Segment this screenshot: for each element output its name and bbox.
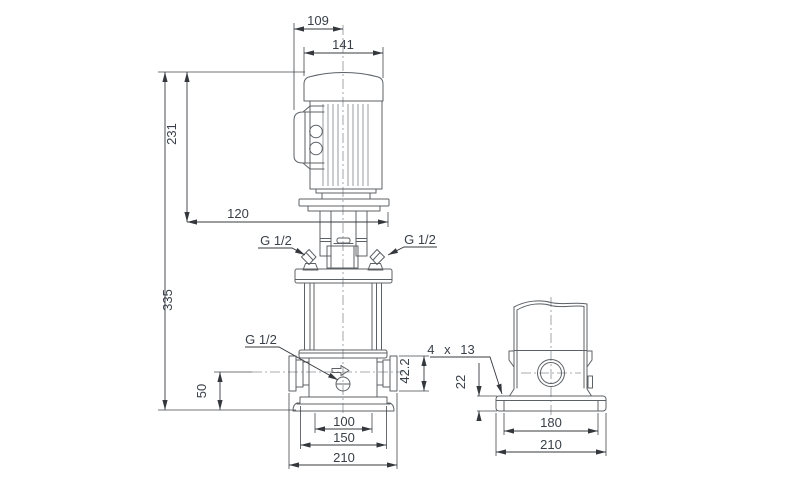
dim-base-plate-length: 210 <box>540 437 562 452</box>
motor-ribs <box>322 104 369 186</box>
pump-foot <box>292 396 395 412</box>
label-drain-plug: G 1/2 <box>245 332 277 347</box>
leader-drain-plug <box>245 346 339 381</box>
dim-port-flange-od: 42.2 <box>397 358 412 383</box>
clamp-left <box>508 350 515 368</box>
pump-head-flange <box>294 268 393 284</box>
vent-plug-left <box>301 249 317 265</box>
dim-port-to-port: 210 <box>333 450 355 465</box>
sleeve-and-tie-rods <box>304 282 382 351</box>
motor-body <box>309 100 383 190</box>
port-flange-inner <box>540 362 562 384</box>
discharge-port <box>376 355 398 392</box>
label-plug-left: G 1/2 <box>260 233 292 248</box>
flange-bolt-right <box>367 263 384 271</box>
label-plug-right: G 1/2 <box>404 232 436 247</box>
motor-fan-cover <box>303 72 384 102</box>
cable-entry-hole-bottom <box>309 141 323 156</box>
label-bolt-holes: 4 x 13 <box>427 342 474 357</box>
dim-base-plate-height: 22 <box>453 375 468 389</box>
leader-plug-right <box>387 246 437 256</box>
dim-motor-height: 231 <box>164 123 179 145</box>
flow-direction-arrow-icon <box>331 365 350 376</box>
extension-lines <box>158 23 607 469</box>
coupling-studs <box>319 210 368 257</box>
dim-stool-width: 120 <box>227 206 249 221</box>
dim-foot-plate-width: 150 <box>333 430 355 445</box>
port-flange-outer <box>537 359 565 387</box>
motor-end-shield <box>315 188 377 200</box>
dim-pump-height: 335 <box>160 289 175 311</box>
motor-stool-lip <box>307 205 381 212</box>
flange-bolt-left <box>302 263 319 271</box>
clamp-screw-detail <box>587 375 593 389</box>
dimensions: 109 141 231 120 335 50 42.2 100 150 210 … <box>158 13 607 469</box>
front-view <box>252 25 403 418</box>
pump-column <box>513 303 588 390</box>
vent-plug-right <box>369 249 385 265</box>
motor-stool-plate <box>298 198 390 207</box>
pump-body <box>308 357 378 398</box>
terminal-box <box>293 105 325 170</box>
suction-port <box>288 355 310 392</box>
lower-chamber-flange <box>298 349 388 359</box>
dim-base-bolt-spacing: 180 <box>540 415 562 430</box>
side-view <box>495 297 607 417</box>
column-break-line <box>513 300 588 311</box>
dim-motor-width: 141 <box>332 37 354 52</box>
leader-bolt-holes <box>430 356 503 395</box>
clamp-right <box>586 350 593 368</box>
leader-plug-left <box>258 247 306 256</box>
dim-port-centerline-to-base: 50 <box>194 384 209 398</box>
dim-foot-bolt-spacing: 100 <box>333 414 355 429</box>
dim-terminal-box-to-centerline: 109 <box>307 13 329 28</box>
base-plate <box>495 395 607 412</box>
coupling <box>326 237 359 269</box>
drain-plug <box>335 376 351 392</box>
column-base-flare <box>509 388 592 397</box>
cable-entry-hole-top <box>309 124 323 139</box>
